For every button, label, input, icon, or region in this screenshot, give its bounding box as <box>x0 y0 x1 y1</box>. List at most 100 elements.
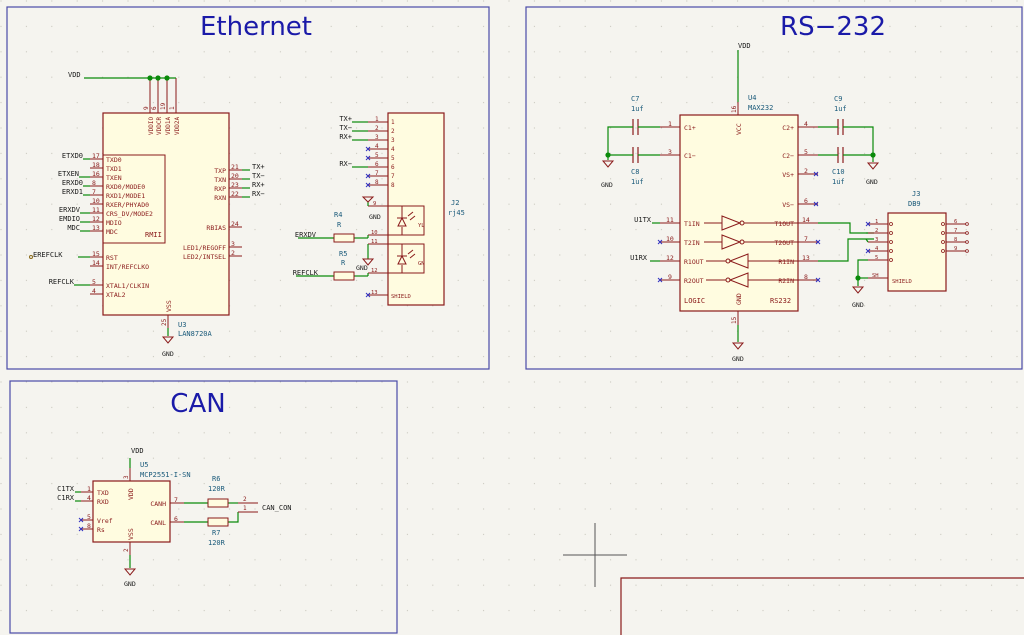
vdd-wire-ethernet[interactable] <box>84 75 176 81</box>
u5-mcp2551[interactable]: U5 MCP2551-I-SN <box>92 461 191 543</box>
u4-pin-name: R1OUT <box>684 258 704 266</box>
u3-right-nets[interactable] <box>242 169 250 198</box>
u4-pin-name: T2IN <box>684 239 700 247</box>
u4-max232[interactable]: U4 MAX232 LOGIC RS232 <box>679 94 799 312</box>
u3-rmii-label: RMII <box>145 231 162 239</box>
c9-value: 1uf <box>834 105 847 113</box>
j3-shield-pin: SH <box>872 273 879 279</box>
r7-resistor[interactable]: R7 120R <box>207 517 229 547</box>
u3-pin-name: RBIAS <box>206 224 226 232</box>
u3-body <box>102 112 230 316</box>
u3-pin-num: 4 <box>92 287 96 295</box>
r7-value: 120R <box>208 539 226 547</box>
u3-pin-name: LED1/REGOFF <box>183 244 226 252</box>
j2-body <box>387 112 445 306</box>
u3-pin-num: 7 <box>92 188 96 196</box>
u3-pin-num: 13 <box>92 224 100 232</box>
u4-rs232-label: RS232 <box>770 297 791 305</box>
u4-drivers <box>704 215 798 288</box>
j2-pin: 5 <box>375 152 379 159</box>
r6-resistor[interactable]: R6 120R <box>207 475 229 508</box>
can-frame <box>9 380 398 634</box>
led-gn-label: GN <box>418 261 425 267</box>
net-etxen: ETXEN <box>58 170 79 178</box>
u3-pin-name: RST <box>106 254 118 262</box>
j2-pin-inner: 1 <box>391 119 395 126</box>
gnd-label: GND <box>852 301 864 309</box>
gnd-label: GND <box>369 213 381 221</box>
can-bus-wiring[interactable] <box>184 502 239 523</box>
u3-pin-num: 18 <box>92 161 100 169</box>
can-connector[interactable]: 2 1 CAN_CON <box>238 496 292 513</box>
j3-pin: 8 <box>954 237 957 243</box>
r4-resistor[interactable]: R4 R <box>333 211 355 243</box>
net-tx-minus: TX− <box>339 124 352 132</box>
gnd-symbol-rs232-left: GND <box>601 160 615 189</box>
j2-led-wiring[interactable] <box>296 202 369 277</box>
u3-pin-name: MDC <box>106 228 118 236</box>
rs232-cap-wiring[interactable] <box>605 126 876 162</box>
u3-left-net-labels: ETXD0 ETXEN ERXD0 ERXD1 ERXDV EMDIO MDC <box>58 152 83 232</box>
gnd-symbol-j3: GND <box>851 286 865 309</box>
u3-pin-num: 9 <box>143 106 150 110</box>
net-erxd0: ERXD0 <box>62 179 83 187</box>
u4-no-connects <box>657 171 821 283</box>
u3-pin-name: CRS_DV/MODE2 <box>106 210 153 218</box>
u5-left-nets[interactable] <box>75 491 81 502</box>
j2-pin-inner: 5 <box>391 155 395 162</box>
u4-pin-name: R1IN <box>778 258 794 266</box>
u3-value: LAN8720A <box>178 330 213 338</box>
r6-value: 120R <box>208 485 226 493</box>
u3-pin-name: TXP <box>214 167 226 175</box>
u5-pin-num: 6 <box>174 515 178 523</box>
j2-pin: 8 <box>375 179 379 186</box>
gnd-symbol-rs232-right: GND <box>866 162 880 186</box>
net-rx-plus: RX+ <box>339 133 352 141</box>
vdd-label: VDD <box>738 42 751 50</box>
net-erxdv: ERXDV <box>59 206 81 214</box>
c8-ref: C8 <box>631 168 639 176</box>
u3-pin-name: XTAL1/CLKIN <box>106 282 149 290</box>
net-rx-minus: RX− <box>339 160 352 168</box>
j3-pin: 6 <box>954 219 957 225</box>
u3-ref: U3 <box>178 321 186 329</box>
net-erxd1: ERXD1 <box>62 188 83 196</box>
net-c1tx: C1TX <box>57 485 75 493</box>
j3-pin: 2 <box>875 228 878 234</box>
u3-left-nets[interactable] <box>79 158 90 232</box>
c9-ref: C9 <box>834 95 842 103</box>
ethernet-title: Ethernet <box>200 12 312 42</box>
u3-right-net-labels: TX+ TX− RX+ RX− <box>252 163 265 198</box>
j3-pin: 9 <box>954 246 957 252</box>
u5-pin-num: 1 <box>87 485 91 493</box>
j2-pin-inner: 2 <box>391 128 395 135</box>
j3-nets[interactable] <box>855 232 869 286</box>
j3-pin: 4 <box>875 246 879 252</box>
u3-lower-left-pins: RST INT/REFCLKO XTAL1/CLKIN XTAL2 15 14 … <box>90 250 149 299</box>
u3-pin-num: 17 <box>92 152 100 160</box>
u4-io-nets[interactable] <box>650 222 874 262</box>
u4-pin-num: 11 <box>666 216 674 224</box>
j2-net-labels: TX+ TX− RX+ RX− <box>339 115 352 168</box>
j2-pin-inner: 4 <box>391 146 395 153</box>
c7-ref: C7 <box>631 95 639 103</box>
u3-lan8720a[interactable]: RMII U3 LAN8720A <box>102 112 230 338</box>
j2-pin: 7 <box>375 170 379 177</box>
gnd-symbol-u3: GND <box>161 336 175 358</box>
u4-pin-name: C2− <box>782 152 794 160</box>
j3-pin: 1 <box>875 219 878 225</box>
u3-pin-num: 8 <box>92 179 96 187</box>
crosshair-cursor <box>563 523 627 587</box>
u3-pin-num: 20 <box>231 172 239 180</box>
u3-pin-num: 24 <box>231 220 239 228</box>
net-tx-plus: TX+ <box>252 163 265 171</box>
j2-nets[interactable] <box>352 121 368 168</box>
can-title: CAN <box>170 389 225 419</box>
j3-db9[interactable]: J3 DB9 SHIELD <box>887 190 947 292</box>
j3-pin: 3 <box>875 237 878 243</box>
r5-resistor[interactable]: R5 R <box>333 250 355 281</box>
title-block-corner <box>620 577 1024 635</box>
u4-pin-num: 8 <box>804 273 808 281</box>
u4-logic-label: LOGIC <box>684 297 705 305</box>
